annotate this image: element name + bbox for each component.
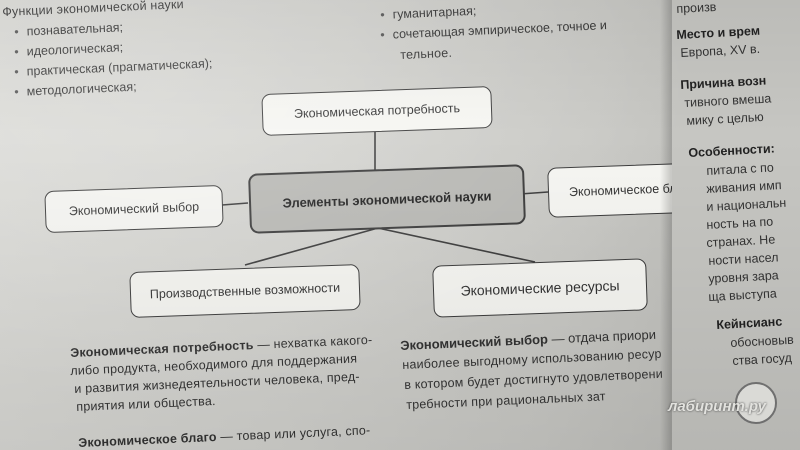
box-production-possibilities: Производственные возможности	[129, 264, 361, 318]
adjacent-line: странах. Не	[706, 232, 776, 250]
adjacent-line: живания имп	[706, 178, 782, 196]
adjacent-line: ща выступа	[708, 286, 778, 304]
adjacent-line: питала с по	[706, 160, 775, 178]
adjacent-line: тивного вмеша	[684, 91, 772, 110]
adjacent-line: мику с целью	[686, 109, 765, 128]
adjacent-line: уровня зара	[708, 268, 780, 286]
adjacent-line: и национальн	[706, 195, 787, 214]
box-economic-choice: Экономический выбор	[44, 184, 224, 234]
adjacent-heading-keynes: Кейнсианс	[716, 314, 783, 332]
watermark: лабиринт.ру	[668, 398, 766, 415]
box-economic-resources: Экономические ресурсы	[432, 258, 648, 318]
adjacent-fragment: произв	[676, 0, 717, 16]
adjacent-page: произв Место и врем Европа, XV в. Причин…	[672, 0, 800, 450]
adjacent-line: ности насел	[708, 250, 779, 268]
adjacent-heading-cause: Причина возн	[680, 73, 767, 92]
box-economic-need: Экономическая потребность	[261, 85, 493, 137]
adjacent-heading-place: Место и врем	[676, 23, 761, 42]
adjacent-line: Европа, XV в.	[680, 41, 761, 60]
adjacent-line: обосновыв	[730, 332, 795, 350]
adjacent-line: ства госуд	[732, 350, 793, 368]
watermark-logo-icon	[735, 382, 777, 424]
adjacent-heading-features: Особенности:	[688, 141, 776, 160]
adjacent-line: ность на по	[706, 214, 774, 232]
box-elements-center: Элементы экономической науки	[248, 164, 526, 234]
